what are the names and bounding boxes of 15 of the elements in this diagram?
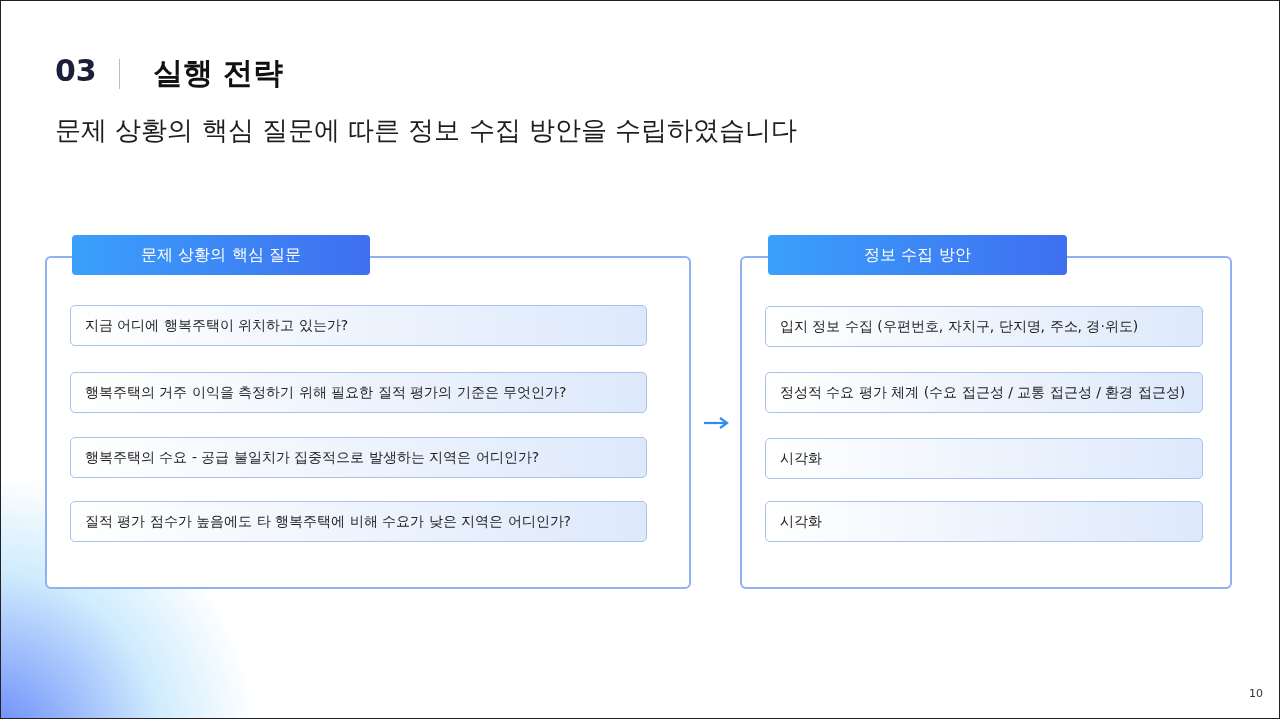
panel-heading-tab: 문제 상황의 핵심 질문 [72,235,370,275]
item-box: 행복주택의 거주 이익을 측정하기 위해 필요한 질적 평가의 기준은 무엇인가? [70,372,647,413]
subtitle: 문제 상황의 핵심 질문에 따른 정보 수집 방안을 수립하였습니다 [55,114,798,147]
page-number: 10 [1249,687,1263,700]
item-box: 시각화 [765,501,1203,542]
title: 실행 전략 [153,54,284,92]
item-box: 질적 평가 점수가 높음에도 타 행복주택에 비해 수요가 낮은 지역은 어디인가? [70,501,647,542]
item-box: 입지 정보 수집 (우편번호, 자치구, 단지명, 주소, 경·위도) [765,306,1203,347]
item-box: 정성적 수요 평가 체계 (수요 접근성 / 교통 접근성 / 환경 접근성) [765,372,1203,413]
item-box: 지금 어디에 행복주택이 위치하고 있는가? [70,305,647,346]
item-box: 행복주택의 수요 - 공급 불일치가 집중적으로 발생하는 지역은 어디인가? [70,437,647,478]
panel-heading-tab: 정보 수집 방안 [768,235,1067,275]
arrow [704,416,729,430]
section-number: 03 [55,53,97,88]
item-box: 시각화 [765,438,1203,479]
